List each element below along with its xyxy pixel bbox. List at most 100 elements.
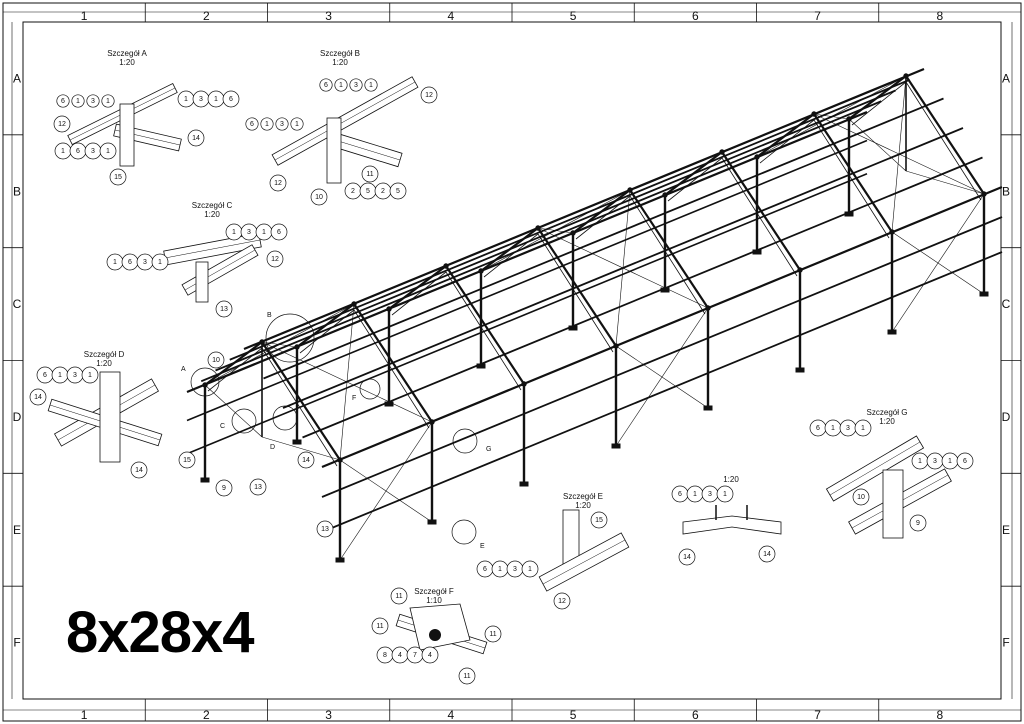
detail-reference-g: G [486,446,491,453]
item-number-bubble: 6 [229,96,233,103]
item-number-bubble: 14 [683,554,691,561]
item-number-bubble: 10 [212,357,220,364]
grid-ticks [3,3,1021,721]
item-number-bubble: 6 [816,425,820,432]
detail-title: Szczegół E [563,492,603,501]
item-number-bubble: 1 [106,148,110,155]
column-label-4: 4 [448,9,455,23]
column-label-1: 1 [81,9,88,23]
item-number-bubble: 3 [91,148,95,155]
column-label-8-bottom: 8 [937,708,944,722]
item-number-bubble: 1 [723,491,727,498]
item-number-bubble: 14 [34,394,42,401]
column-label-8: 8 [937,9,944,23]
detail-scale: 1:10 [426,596,442,605]
row-label-E-right: E [1002,523,1010,537]
steel-frame-isometric [186,67,1003,563]
item-number-bubble: 1 [369,82,373,89]
item-number-bubble: 11 [395,593,402,600]
item-number-bubble: 15 [595,517,603,524]
detail-scale: 1:20 [575,501,591,510]
column-label-6: 6 [692,9,699,23]
detail-scale: 1:20 [96,359,112,368]
item-number-bubble: 10 [857,494,865,501]
item-number-bubble: 1 [88,372,92,379]
row-label-A-right: A [1002,71,1010,85]
column-label-7-bottom: 7 [814,708,821,722]
item-number-bubble: 6 [963,458,967,465]
detail-title: Szczegół A [107,49,147,58]
item-number-bubble: 14 [302,457,310,464]
item-number-bubble: 3 [708,491,712,498]
item-number-bubble: 5 [396,188,400,195]
item-number-bubble: 3 [247,229,251,236]
detail-reference-a: A [181,366,186,373]
item-number-bubble: 3 [354,82,358,89]
item-number-bubble: 7 [413,652,417,659]
item-number-bubble: 12 [425,92,433,99]
detail-reference-d: D [270,444,275,451]
row-label-C-right: C [1002,297,1011,311]
item-number-bubble: 12 [271,256,279,263]
item-number-bubble: 2 [381,188,385,195]
item-number-bubble: 6 [43,372,47,379]
item-number-bubble: 11 [376,623,383,630]
column-label-1-bottom: 1 [81,708,88,722]
item-number-bubble: 6 [76,148,80,155]
item-number-bubble: 1 [265,121,269,128]
item-number-bubble: 12 [58,121,66,128]
item-number-bubble: 3 [513,566,517,573]
column-label-6-bottom: 6 [692,708,699,722]
item-number-bubble: 13 [254,484,262,491]
column-label-5: 5 [570,9,577,23]
item-number-bubble: 8 [383,652,387,659]
item-number-bubble: 11 [463,673,470,680]
item-number-bubble: 1 [158,259,162,266]
row-label-E: E [13,523,21,537]
detail-title: Szczegół B [320,49,360,58]
row-label-B-right: B [1002,184,1010,198]
item-number-bubble: 12 [274,180,282,187]
item-number-bubble: 3 [199,96,203,103]
column-label-7: 7 [814,9,821,23]
item-number-bubble: 11 [366,171,373,178]
item-number-bubble: 2 [351,188,355,195]
column-label-3-bottom: 3 [325,708,332,722]
item-number-bubble: 6 [324,82,328,89]
item-number-bubble: 6 [483,566,487,573]
item-number-bubble: 14 [135,467,143,474]
item-number-bubble: 10 [315,194,323,201]
detail-scale: 1:20 [204,210,220,219]
item-number-bubble: 1 [528,566,532,573]
item-number-bubble: 3 [280,121,284,128]
column-label-4-bottom: 4 [448,708,455,722]
item-number-bubble: 11 [489,631,496,638]
detail-reference-b: B [267,312,272,319]
item-number-bubble: 1 [948,458,952,465]
item-number-bubble: 1 [184,96,188,103]
item-number-bubble: 15 [114,174,122,181]
item-number-bubble: 13 [321,526,329,533]
item-number-bubble: 1 [295,121,299,128]
item-number-bubble: 1 [831,425,835,432]
column-label-2-bottom: 2 [203,708,210,722]
row-label-B: B [13,184,21,198]
item-number-bubble: 1 [61,148,65,155]
item-number-bubble: 3 [73,372,77,379]
row-label-D: D [13,410,22,424]
item-number-bubble: 5 [366,188,370,195]
item-number-bubble: 1 [76,98,80,105]
row-label-F: F [13,636,20,650]
item-number-bubble: 9 [916,520,920,527]
detail-callouts [190,313,478,545]
